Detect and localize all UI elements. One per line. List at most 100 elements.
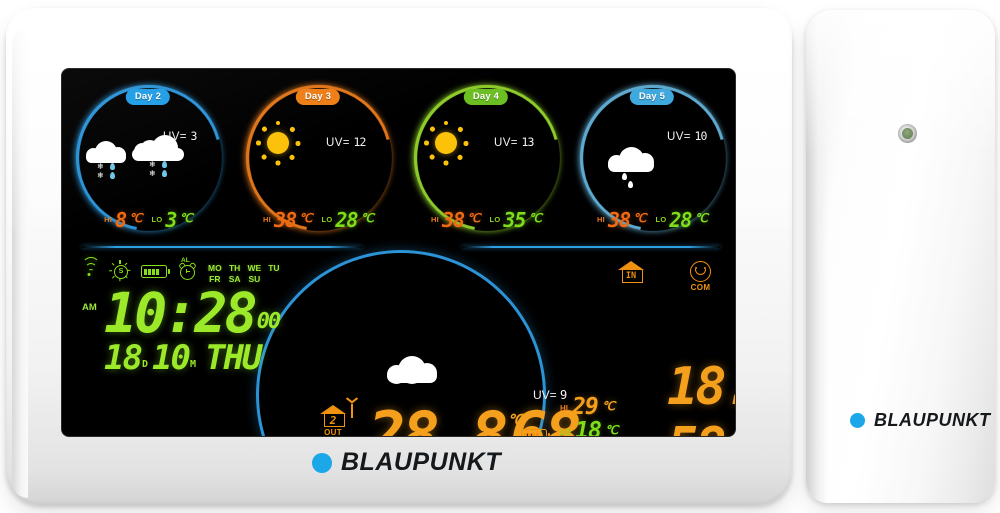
forecast-strip: Day 2 UV= 3 ❄ ❄ bbox=[62, 69, 735, 260]
outdoor-battery-icon bbox=[521, 429, 550, 436]
lo-tag: LO bbox=[489, 215, 501, 224]
indoor-house-label: IN bbox=[625, 271, 637, 281]
hi-temp-day2: HI 8 ℃ bbox=[104, 209, 143, 229]
hi-lo-day2: HI 8 ℃ LO 3 ℃ bbox=[64, 207, 232, 232]
sun-icon bbox=[423, 120, 469, 166]
outdoor-temperature: 28.8 ℃ bbox=[368, 398, 524, 436]
weekday-mo: MO bbox=[208, 263, 222, 273]
forecast-panel-day5[interactable]: Day 5 UV= 10 bbox=[551, 69, 735, 260]
date-day-tag: D bbox=[141, 358, 148, 370]
uv-value-day2: 3 bbox=[190, 129, 198, 143]
outdoor-uv-value: 9 bbox=[560, 388, 567, 402]
date-weekday: THU bbox=[204, 337, 262, 378]
uv-index-day4: UV= 13 bbox=[494, 135, 535, 149]
forecast-panel-day3[interactable]: Day 3 UV= 12 HI 38 ℃ bbox=[217, 69, 421, 260]
date-month-tag: M bbox=[189, 358, 196, 370]
outdoor-condition-cloud-icon bbox=[387, 356, 437, 384]
am-pm-indicator: AM bbox=[82, 302, 97, 313]
date-day: 18 bbox=[104, 337, 143, 378]
outdoor-hi-tag: HI bbox=[560, 404, 568, 414]
console-brand-logo: BLAUPUNKT bbox=[312, 448, 501, 477]
clock-seconds: 00 bbox=[256, 309, 281, 335]
uv-value-day3: 12 bbox=[353, 135, 367, 149]
day-badge-day3: Day 3 bbox=[295, 89, 341, 105]
outdoor-lo-tag: LO bbox=[560, 428, 572, 436]
divider-left bbox=[82, 246, 362, 248]
status-icon-row: S AL MO FR TH SA WE SU TU bbox=[81, 257, 280, 284]
wifi-icon bbox=[81, 257, 100, 276]
weather-icons-day4 bbox=[423, 120, 469, 166]
hi-temp-day3: HI 38 ℃ bbox=[263, 207, 313, 232]
hi-temp-day5: HI 38 ℃ bbox=[597, 207, 647, 232]
lo-temp-day2: LO 3 ℃ bbox=[151, 207, 193, 232]
brand-text: BLAUPUNKT bbox=[874, 410, 991, 430]
hi-tag: HI bbox=[431, 215, 439, 224]
indoor-icon-row: IN COM bbox=[618, 261, 711, 292]
lo-tag: LO bbox=[321, 215, 333, 224]
hi-unit: ℃ bbox=[633, 210, 647, 225]
hi-tag: HI bbox=[263, 215, 271, 224]
sun-icon bbox=[255, 120, 301, 166]
date-readout: 18 D 10 M THU bbox=[104, 337, 279, 378]
lo-temp-day3: LO 28 ℃ bbox=[321, 207, 374, 232]
uv-index-day3: UV= 12 bbox=[326, 135, 367, 149]
house-antenna-icon: 2 bbox=[320, 397, 358, 427]
outdoor-hi-value: 29 bbox=[572, 394, 599, 420]
cloud-snow-rain-icon: ❄ ❄ bbox=[86, 141, 126, 180]
uv-label-day4: UV= bbox=[494, 137, 518, 149]
hi-value: 38 bbox=[441, 207, 465, 232]
outdoor-temp-value: 28.8 bbox=[368, 398, 508, 436]
channel-number: 2 bbox=[329, 414, 337, 427]
hi-value: 38 bbox=[607, 207, 631, 232]
brand-dot-icon bbox=[850, 413, 865, 428]
house-icon: IN bbox=[618, 261, 644, 283]
channel-label: OUT bbox=[324, 428, 342, 436]
indoor-temperature: 18.8 ℃ bbox=[667, 361, 735, 413]
brand-text: BLAUPUNKT bbox=[341, 448, 502, 476]
wireless-outdoor-sensor: BLAUPUNKT bbox=[806, 10, 995, 503]
hi-lo-day4: HI 38 ℃ LO 35 ℃ bbox=[402, 207, 570, 232]
weekday-su: SU bbox=[248, 273, 261, 284]
lo-unit: ℃ bbox=[694, 210, 708, 225]
uv-label-day5: UV= bbox=[667, 131, 691, 143]
date-month: 10 bbox=[151, 337, 191, 378]
weekday-sa: SA bbox=[228, 273, 241, 284]
uv-value-day5: 10 bbox=[694, 129, 708, 143]
outdoor-lo-unit: ℃ bbox=[604, 423, 619, 436]
outdoor-hi-unit: ℃ bbox=[601, 399, 616, 414]
day-badge-day4: Day 4 bbox=[463, 89, 509, 105]
sensor-brand-logo: BLAUPUNKT bbox=[850, 410, 991, 431]
lo-temp-day5: LO 28 ℃ bbox=[655, 209, 708, 229]
uv-index-day5: UV= 10 bbox=[667, 129, 708, 143]
outdoor-uv-index: UV= 9 bbox=[533, 388, 567, 402]
forecast-panel-day4[interactable]: Day 4 UV= 13 HI 38 ℃ bbox=[385, 69, 589, 260]
hi-value: 38 bbox=[273, 207, 297, 232]
alarm-label: AL bbox=[181, 257, 190, 264]
forecast-panel-day2[interactable]: Day 2 UV= 3 ❄ ❄ bbox=[62, 69, 251, 260]
sensor-led-icon bbox=[898, 124, 917, 143]
hi-unit: ℃ bbox=[467, 210, 481, 225]
lo-value: 3 bbox=[165, 207, 177, 232]
alarm-clock-icon: AL bbox=[178, 257, 197, 280]
hi-unit: ℃ bbox=[129, 210, 143, 225]
indoor-humidity: 58 % bbox=[667, 421, 735, 436]
lo-tag: LO bbox=[151, 215, 163, 224]
lo-value: 28 bbox=[335, 207, 358, 232]
weekday-we: WE bbox=[247, 263, 262, 273]
uv-value-day4: 13 bbox=[521, 135, 535, 149]
lo-value: 35 bbox=[503, 207, 526, 232]
outdoor-temp-unit: ℃ bbox=[507, 411, 524, 429]
weather-icons-day3 bbox=[255, 120, 301, 166]
hi-temp-day4: HI 38 ℃ bbox=[431, 207, 481, 232]
comfort-label: COM bbox=[690, 283, 711, 292]
lo-unit: ℃ bbox=[360, 210, 374, 225]
clock-block[interactable]: AM 10:28 00 18 D 10 M THU bbox=[82, 286, 281, 378]
cloud-snow-rain-icon: ❄ ❄ bbox=[132, 135, 184, 178]
console-left-bevel bbox=[12, 28, 28, 498]
hi-tag: HI bbox=[104, 215, 112, 224]
outdoor-channel-indicator[interactable]: 2 OUT bbox=[320, 397, 358, 436]
day-badge-day2: Day 2 bbox=[125, 89, 171, 105]
outdoor-lo-row: LO 18 ℃ bbox=[560, 420, 619, 436]
cloud-rain-icon bbox=[608, 147, 654, 188]
lo-tag: LO bbox=[655, 215, 667, 224]
